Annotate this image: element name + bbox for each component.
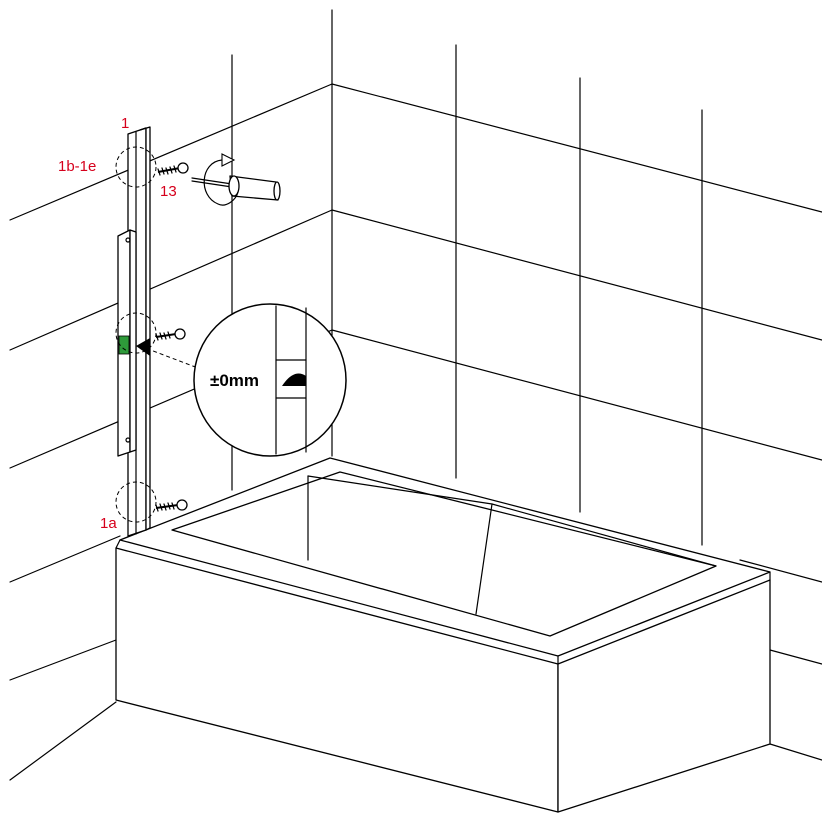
level-bubble (118, 335, 130, 355)
screwdriver-icon (191, 175, 281, 201)
screw-icon (155, 499, 188, 512)
tile-grid (9, 9, 822, 781)
screw-head (174, 328, 186, 340)
screwdriver-blade (191, 180, 233, 188)
spirit-level-side (129, 229, 137, 453)
left-wall-line (9, 83, 333, 221)
right-wall-line (769, 649, 822, 665)
screwdriver-collar (228, 175, 240, 197)
screw-icon (155, 328, 186, 341)
detail-circle-middle (115, 312, 157, 354)
level-hole (125, 437, 131, 443)
screw-thread (157, 165, 177, 176)
screw-thread (155, 502, 175, 512)
screwdriver-end (273, 181, 281, 201)
screw-head (176, 499, 188, 511)
left-wall-line (9, 535, 121, 583)
level-zoom-detail: ±0mm (136, 303, 347, 457)
screw-shaft (155, 333, 177, 338)
zoom-circle (193, 303, 347, 457)
left-wall-line (9, 209, 333, 351)
level-hole (125, 237, 131, 243)
right-wall-line (769, 743, 822, 761)
zoom-bubble (282, 373, 306, 386)
screwdriver-blade (191, 177, 233, 185)
screw-shaft (155, 504, 179, 509)
left-wall-line (9, 639, 117, 681)
label-screw: 13 (160, 183, 177, 200)
label-upper-bracket: 1b-1e (58, 158, 96, 175)
zoom-pointer-arrow (136, 338, 150, 356)
rim-edge (115, 539, 121, 549)
label-rail: 1 (121, 115, 129, 132)
spirit-level-icon (117, 229, 137, 457)
level-readout: ±0mm (210, 371, 259, 390)
right-wall-line (331, 209, 822, 341)
rotation-arrow-arc (203, 159, 239, 206)
rotation-arrow-icon (203, 153, 239, 206)
right-wall-line (739, 559, 822, 583)
floor-line (9, 701, 117, 781)
label-lower-bracket: 1a (100, 515, 117, 532)
right-wall-line (331, 83, 822, 213)
bathtub (115, 457, 771, 813)
screw-thread (155, 331, 171, 341)
right-wall-line (331, 329, 822, 461)
screw-head (177, 162, 189, 174)
detail-circle-upper (115, 146, 157, 188)
screw-icon (157, 162, 189, 176)
screw-shaft (157, 167, 181, 173)
rotation-arrow-head (221, 153, 236, 167)
detail-circle-lower (115, 481, 157, 523)
wall-profile-side (139, 126, 151, 531)
bathtub-side-panel (557, 579, 771, 813)
basin-inner-edge (491, 503, 717, 567)
